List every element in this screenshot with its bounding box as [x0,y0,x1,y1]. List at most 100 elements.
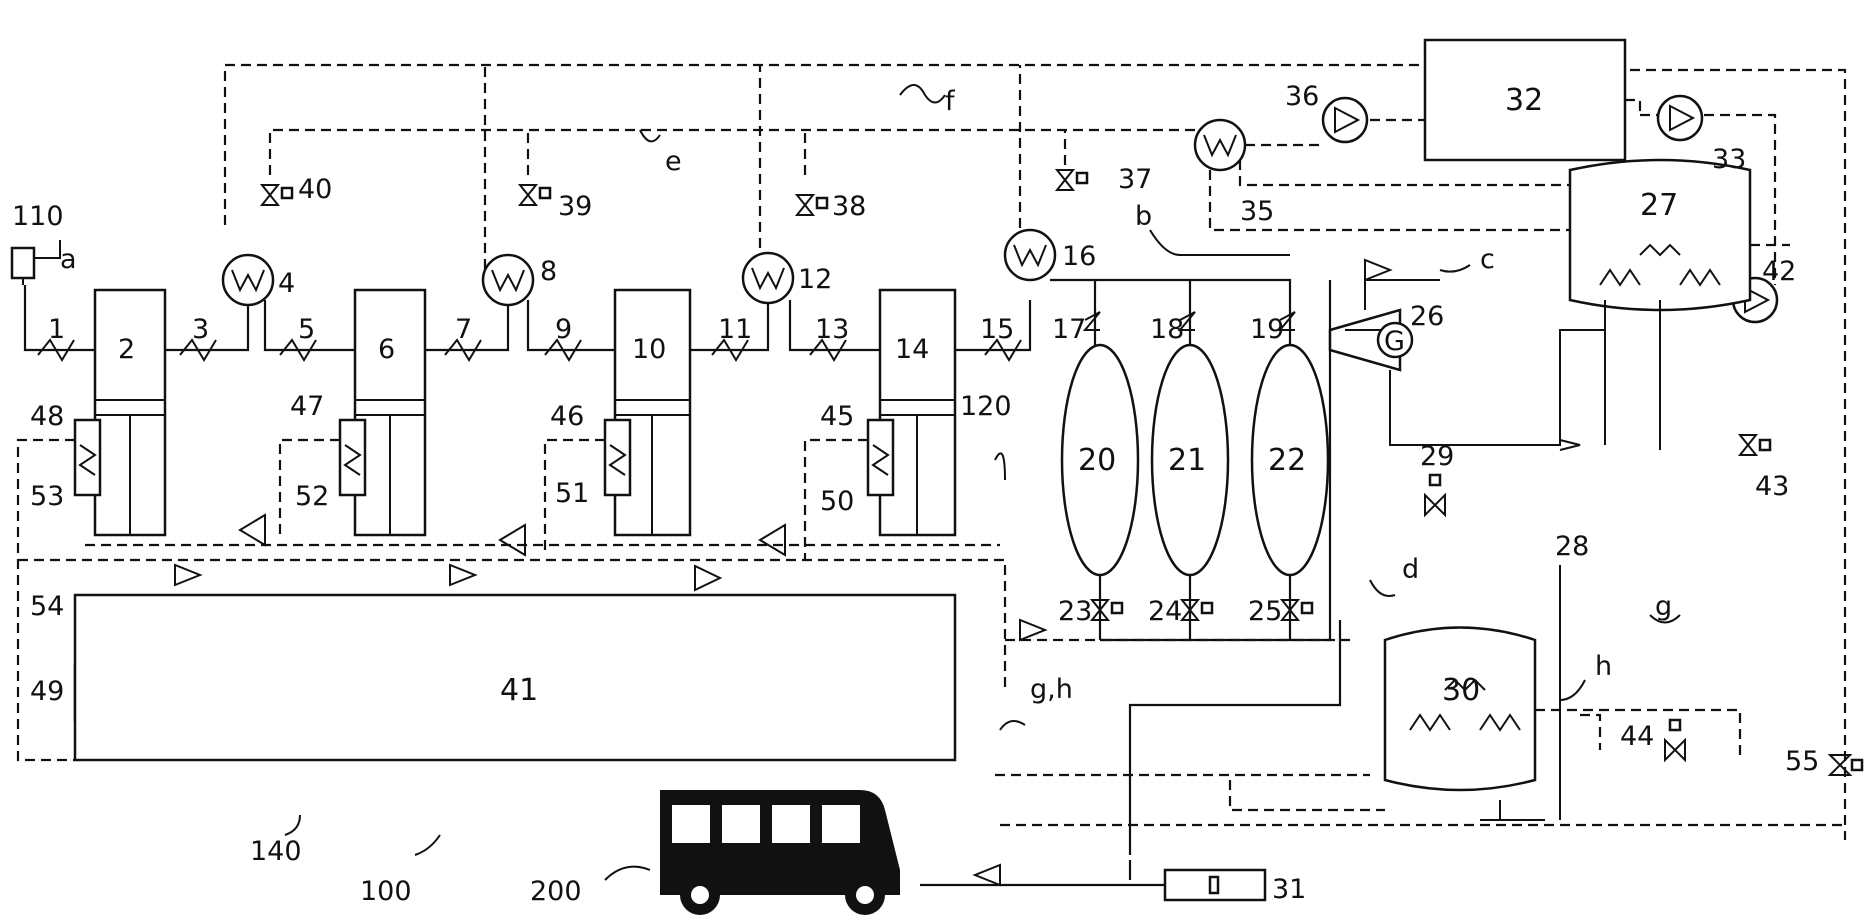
label-15: 15 [980,314,1014,345]
valve-39 [520,185,550,205]
label-100: 100 [360,876,412,907]
valve-29 [1425,475,1445,515]
label-generator: G [1384,326,1405,357]
label-13: 13 [815,314,849,345]
label-32: 32 [1505,83,1543,118]
valve-55 [1830,755,1862,775]
label-54: 54 [30,591,64,622]
label-gh: g,h [1030,674,1073,705]
heat-exchanger-4 [223,255,273,305]
label-51: 51 [555,478,589,509]
label-h: h [1595,651,1612,682]
heat-exchanger-12 [743,253,793,303]
label-28: 28 [1555,531,1589,562]
pump-33 [1658,96,1702,140]
label-17: 17 [1052,314,1086,345]
label-42: 42 [1762,256,1796,287]
label-43: 43 [1755,471,1789,502]
label-45: 45 [820,401,854,432]
label-b: b [1135,201,1152,232]
return-line [1130,620,1340,880]
label-6: 6 [378,334,395,365]
label-41: 41 [500,673,538,708]
label-g: g [1655,591,1672,622]
label-35: 35 [1240,196,1274,227]
intercooler-45 [868,420,893,495]
label-37: 37 [1118,164,1152,195]
compressor-stage-3 [615,290,690,535]
label-50: 50 [820,486,854,517]
label-33: 33 [1712,144,1746,175]
label-55: 55 [1785,746,1819,777]
valve-43 [1740,435,1770,455]
line-35-supply [1240,160,1570,185]
bus-200 [660,790,900,915]
label-25: 25 [1248,596,1282,627]
label-4: 4 [278,268,295,299]
label-53: 53 [30,481,64,512]
intercooler-46 [605,420,630,495]
label-14: 14 [895,334,929,365]
label-5: 5 [298,314,315,345]
label-27: 27 [1640,188,1678,223]
label-e: e [665,146,682,177]
label-52: 52 [295,481,329,512]
dispenser-31 [1165,870,1265,900]
label-21: 21 [1168,443,1206,478]
label-d: d [1402,554,1419,585]
label-19: 19 [1250,314,1284,345]
compressor-stage-4 [880,290,955,535]
label-200: 200 [530,876,582,907]
label-40: 40 [298,174,332,205]
label-110: 110 [12,201,64,232]
label-39: 39 [558,191,592,222]
label-29: 29 [1420,441,1454,472]
label-1: 1 [48,314,65,345]
label-2: 2 [118,334,135,365]
label-8: 8 [540,256,557,287]
label-11: 11 [718,314,752,345]
fueling-arrow [975,865,1000,885]
heat-exchanger-16 [1005,230,1055,280]
label-38: 38 [832,191,866,222]
label-12: 12 [798,264,832,295]
valve-38 [797,195,827,215]
label-26: 26 [1410,301,1444,332]
valve-37 [1057,170,1087,190]
expander-26 [1330,260,1605,450]
label-23: 23 [1058,596,1092,627]
label-3: 3 [192,314,209,345]
label-120: 120 [960,391,1012,422]
label-9: 9 [555,314,572,345]
heat-exchanger-35 [1195,120,1245,170]
label-24: 24 [1148,596,1182,627]
compressor-stage-1 [95,290,165,535]
label-31: 31 [1272,874,1306,905]
compressor-stage-2 [355,290,425,535]
label-f: f [945,86,956,117]
label-48: 48 [30,401,64,432]
pump-36 [1323,98,1367,142]
valve-44 [1665,720,1685,760]
label-7: 7 [455,314,472,345]
label-47: 47 [290,391,324,422]
source-110 [12,240,60,285]
heat-exchanger-8 [483,255,533,305]
label-22: 22 [1268,443,1306,478]
check-valve-17 [1085,312,1100,330]
label-18: 18 [1150,314,1184,345]
label-30: 30 [1442,673,1480,708]
intercooler-47 [340,420,365,495]
intercooler-48 [75,420,100,495]
label-44: 44 [1620,721,1654,752]
valve-40 [262,185,292,205]
label-140: 140 [250,836,302,867]
label-36: 36 [1285,81,1319,112]
label-20: 20 [1078,443,1116,478]
label-49: 49 [30,676,64,707]
label-a: a [60,244,77,275]
label-10: 10 [632,334,666,365]
label-c: c [1480,244,1495,275]
label-16: 16 [1062,241,1096,272]
